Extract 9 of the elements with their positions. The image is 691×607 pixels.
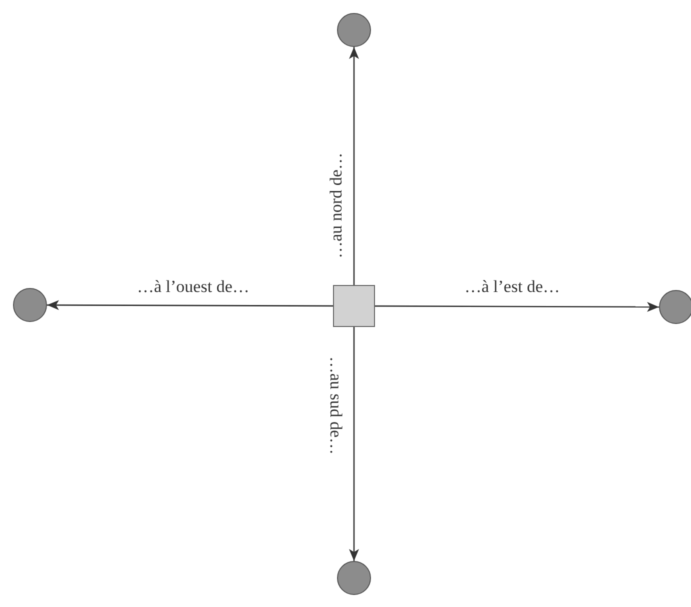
circle-marker bbox=[337, 561, 371, 595]
circle-marker bbox=[659, 290, 691, 324]
arrow bbox=[47, 300, 333, 310]
circle-marker bbox=[337, 13, 371, 47]
square-marker bbox=[333, 285, 375, 327]
arrow bbox=[375, 302, 659, 312]
arrow bbox=[349, 327, 359, 561]
arrow bbox=[349, 47, 359, 285]
circle-marker bbox=[13, 288, 47, 322]
